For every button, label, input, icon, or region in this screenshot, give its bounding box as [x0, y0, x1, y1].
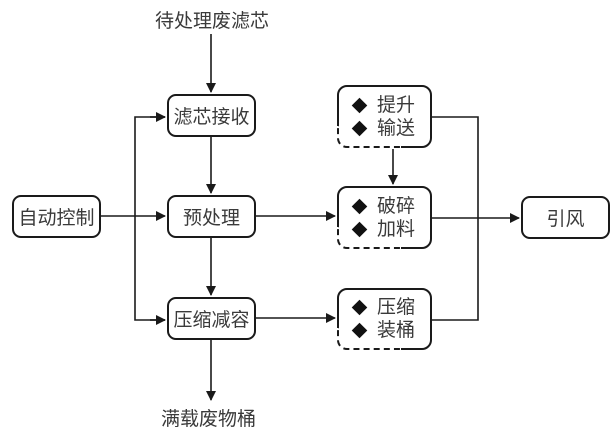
diamond-bullet-icon	[351, 322, 368, 339]
exhaust-box-label: 引风	[546, 208, 585, 230]
diamond-bullet-icon	[351, 221, 368, 237]
output-label: 满载废物桶	[161, 408, 257, 430]
exhaust-box[interactable]: 引风	[521, 196, 610, 239]
dashed-corner	[336, 124, 403, 149]
sub-unit-item: 提升	[376, 93, 415, 116]
input-label: 待处理废滤芯	[155, 10, 270, 32]
sub-unit-item: 压缩	[376, 296, 415, 318]
process-step-compress[interactable]: 压缩减容	[167, 297, 256, 340]
diamond-bullet-icon	[351, 198, 368, 214]
diamond-bullet-icon	[351, 97, 368, 113]
diamond-bullet-icon	[351, 299, 368, 316]
sub-unit-item: 破碎	[376, 194, 415, 217]
sub-unit-item: 加料	[376, 217, 415, 240]
sub-unit-crush[interactable]: 破碎 加料	[336, 186, 432, 250]
sub-unit-lift[interactable]: 提升 输送	[336, 85, 432, 149]
sub-unit-item: 输送	[376, 116, 415, 139]
process-step-label: 滤芯接收	[173, 106, 250, 128]
sub-unit-pack[interactable]: 压缩 装桶	[336, 288, 432, 351]
process-step-receive[interactable]: 滤芯接收	[167, 94, 256, 137]
sub-unit-item: 装桶	[376, 319, 415, 341]
process-step-label: 压缩减容	[173, 309, 250, 331]
process-step-pretreat[interactable]: 预处理	[167, 195, 256, 238]
diamond-bullet-icon	[351, 120, 368, 136]
control-box-label: 自动控制	[18, 207, 95, 229]
control-box[interactable]: 自动控制	[12, 195, 101, 238]
dash-mask	[336, 126, 401, 149]
control-bus-line	[134, 116, 165, 321]
dash-mask	[336, 328, 401, 351]
dashed-corner	[336, 225, 403, 250]
dash-mask	[336, 227, 401, 250]
process-step-label: 预处理	[182, 207, 240, 229]
dashed-corner	[336, 326, 403, 351]
